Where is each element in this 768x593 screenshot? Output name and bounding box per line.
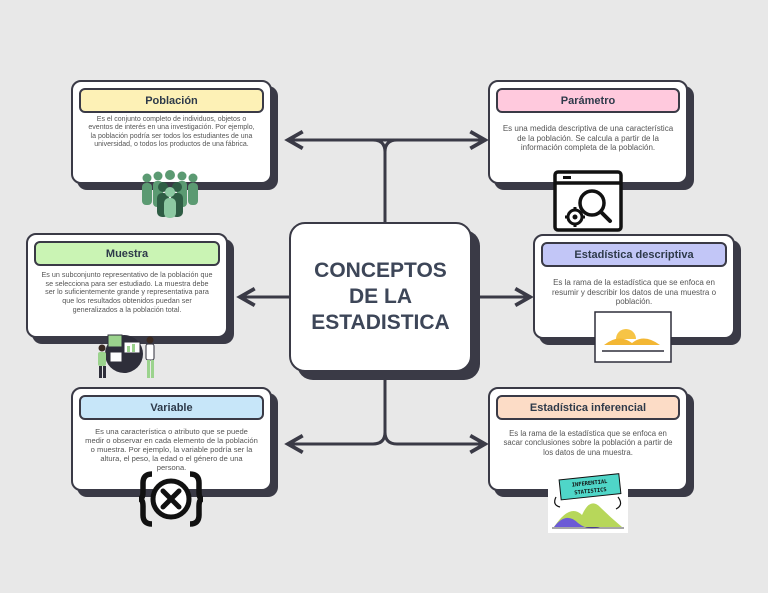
card-parametro-text: Es una medida descriptiva de una caracte… — [502, 124, 674, 153]
group-of-people-illustration — [142, 170, 198, 218]
connector-top-curve-left — [371, 138, 387, 154]
card-inferencial-title: Estadística inferencial — [496, 395, 680, 420]
browser-search-gear-icon — [553, 170, 623, 232]
card-poblacion-text: Es el conjunto completo de individuos, o… — [88, 116, 255, 149]
card-descriptiva-text: Es la rama de la estadística que se enfo… — [551, 278, 717, 307]
card-poblacion-title: Población — [79, 88, 264, 113]
card-muestra: Muestra Es un subconjunto representativo… — [26, 233, 228, 338]
connector-to-variable — [284, 430, 387, 455]
landscape-sun-picture — [594, 311, 672, 363]
card-variable-title: Variable — [79, 395, 264, 420]
center-title: CONCEPTOS DE LA ESTADISTICA — [311, 258, 450, 335]
card-descriptiva-title: Estadística descriptiva — [541, 242, 727, 267]
card-muestra-title: Muestra — [34, 241, 220, 266]
inferential-label-line1: INFERENTIAL — [572, 479, 609, 489]
center-concept-card: CONCEPTOS DE LA ESTADISTICA — [289, 222, 472, 372]
card-estadistica-descriptiva: Estadística descriptiva Es la rama de la… — [533, 234, 735, 339]
card-parametro: Parámetro Es una medida descriptiva de u… — [488, 80, 688, 184]
card-poblacion: Población Es el conjunto completo de ind… — [71, 80, 272, 184]
card-variable-text: Es una característica o atributo que se … — [85, 427, 258, 473]
card-parametro-title: Parámetro — [496, 88, 680, 113]
inferential-statistics-chart: INFERENTIAL STATISTICS — [548, 473, 628, 533]
connector-top-curve-right — [383, 138, 399, 154]
inferential-label-line2: STATISTICS — [574, 487, 607, 496]
card-variable: Variable Es una característica o atribut… — [71, 387, 272, 491]
people-with-charts-illustration — [98, 334, 155, 378]
connector-to-inferencial — [383, 430, 489, 455]
card-muestra-text: Es un subconjunto representativo de la p… — [41, 270, 213, 314]
variable-x-braces-icon — [138, 471, 204, 527]
card-inferencial-text: Es la rama de la estadística que se enfo… — [503, 429, 673, 457]
